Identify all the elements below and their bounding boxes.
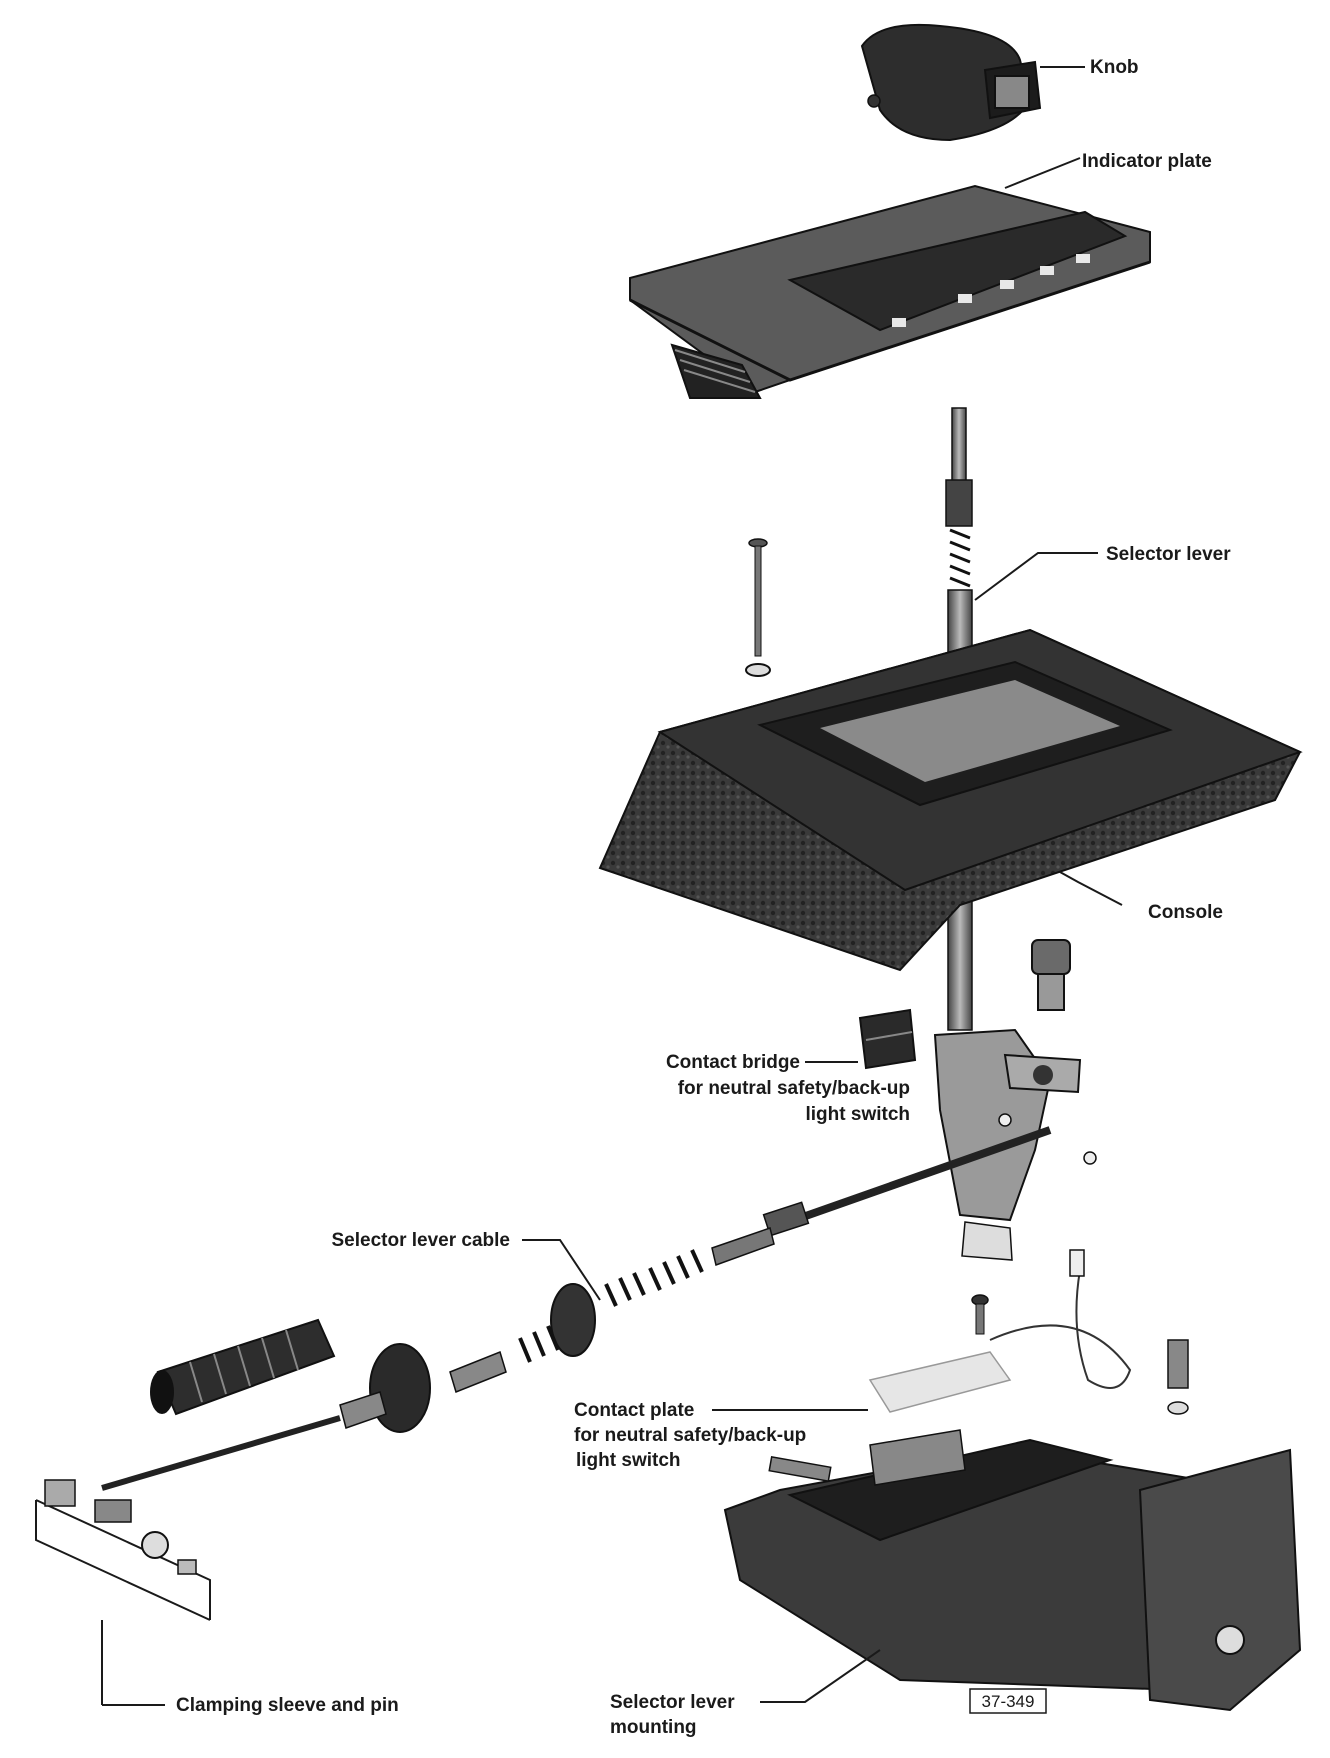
- label-contact-plate-line3: light switch: [576, 1450, 681, 1471]
- label-indicator-plate: Indicator plate: [1082, 151, 1212, 172]
- label-contact-bridge-line3: light switch: [806, 1104, 911, 1125]
- screw-part: [745, 538, 771, 677]
- label-contact-bridge-line1: Contact bridge: [666, 1052, 800, 1073]
- figure-number: 37-349: [982, 1692, 1035, 1711]
- selector-lever-cable-part: [101, 1126, 1052, 1491]
- figure-number-box: 37-349: [969, 1688, 1047, 1714]
- indicator-plate-part: [629, 184, 1151, 399]
- lever-bracket-part: [933, 1028, 1097, 1261]
- leader-lines: [101, 66, 1123, 1706]
- label-mounting-line2: mounting: [610, 1717, 697, 1738]
- knob-part: [860, 23, 1042, 142]
- label-selector-lever: Selector lever: [1106, 544, 1231, 565]
- selector-lever-mounting-part: [723, 1339, 1302, 1712]
- label-contact-bridge-line2: for neutral safety/back-up: [678, 1078, 910, 1099]
- bulb-holder-part: [1031, 939, 1071, 1011]
- label-clamping-sleeve: Clamping sleeve and pin: [176, 1695, 399, 1716]
- rubber-boot-part: [150, 1318, 336, 1416]
- label-console: Console: [1148, 902, 1223, 923]
- contact-bridge-part: [858, 1008, 917, 1070]
- label-contact-plate-line1: Contact plate: [574, 1400, 694, 1421]
- labels: Knob Indicator plate Selector lever Cons…: [176, 57, 1231, 1738]
- label-mounting-line1: Selector lever: [610, 1692, 735, 1713]
- contact-plate-part: [868, 1249, 1132, 1413]
- label-knob: Knob: [1090, 57, 1139, 78]
- console-part: [598, 628, 1303, 972]
- label-selector-lever-cable: Selector lever cable: [332, 1230, 511, 1251]
- label-contact-plate-line2: for neutral safety/back-up: [574, 1425, 806, 1446]
- clamping-sleeve-part: [35, 1479, 211, 1621]
